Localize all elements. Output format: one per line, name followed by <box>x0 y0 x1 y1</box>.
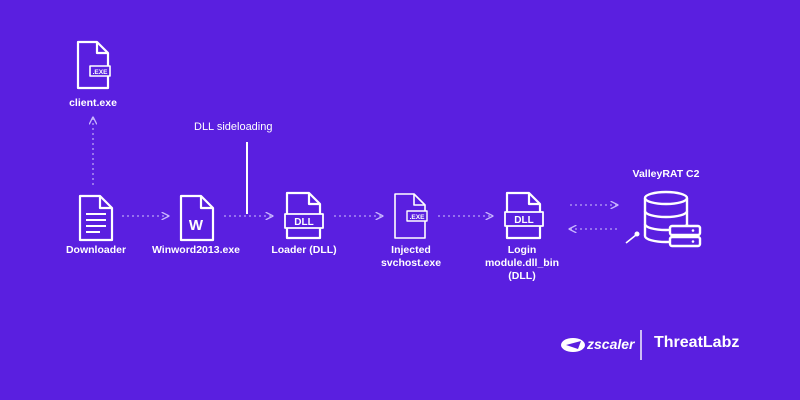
node-label-login-module: Login module.dll_bin (DLL) <box>485 244 559 283</box>
login-label-line3: (DLL) <box>508 270 536 282</box>
node-label-loader: Loader (DLL) <box>271 244 337 256</box>
injected-exe-icon: .EXE <box>394 193 428 239</box>
node-label-client: client.exe <box>69 97 117 109</box>
login-label-line2: module.dll_bin <box>484 257 560 269</box>
svg-text:.EXE: .EXE <box>410 214 425 221</box>
brand-zscaler: zscaler <box>587 336 635 352</box>
downloader-document-icon <box>78 194 114 242</box>
login-module-dll-icon: DLL <box>504 191 544 240</box>
injected-label-line1: Injected <box>391 244 431 256</box>
brand-threatlabz: ThreatLabz <box>654 334 740 351</box>
connectors <box>93 118 617 229</box>
zscaler-logo-icon <box>561 338 585 352</box>
loader-dll-icon: DLL <box>284 191 324 240</box>
injected-label-line2: svchost.exe <box>380 257 442 269</box>
svg-text:DLL: DLL <box>294 217 313 228</box>
annotation-dll-sideloading: DLL sideloading <box>194 121 273 133</box>
node-label-c2: ValleyRAT C2 <box>632 168 700 180</box>
node-label-injected: Injected svchost.exe <box>381 244 441 270</box>
svg-text:W: W <box>189 217 204 234</box>
svg-text:DLL: DLL <box>514 215 533 226</box>
winword-word-icon: W <box>179 194 215 242</box>
node-label-downloader: Downloader <box>65 244 127 256</box>
svg-text:.EXE: .EXE <box>93 69 108 76</box>
client-exe-file-icon: .EXE <box>76 40 111 90</box>
login-label-line1: Login <box>507 244 537 256</box>
c2-server-database-icon <box>625 190 702 248</box>
node-label-winword: Winword2013.exe <box>151 244 241 256</box>
